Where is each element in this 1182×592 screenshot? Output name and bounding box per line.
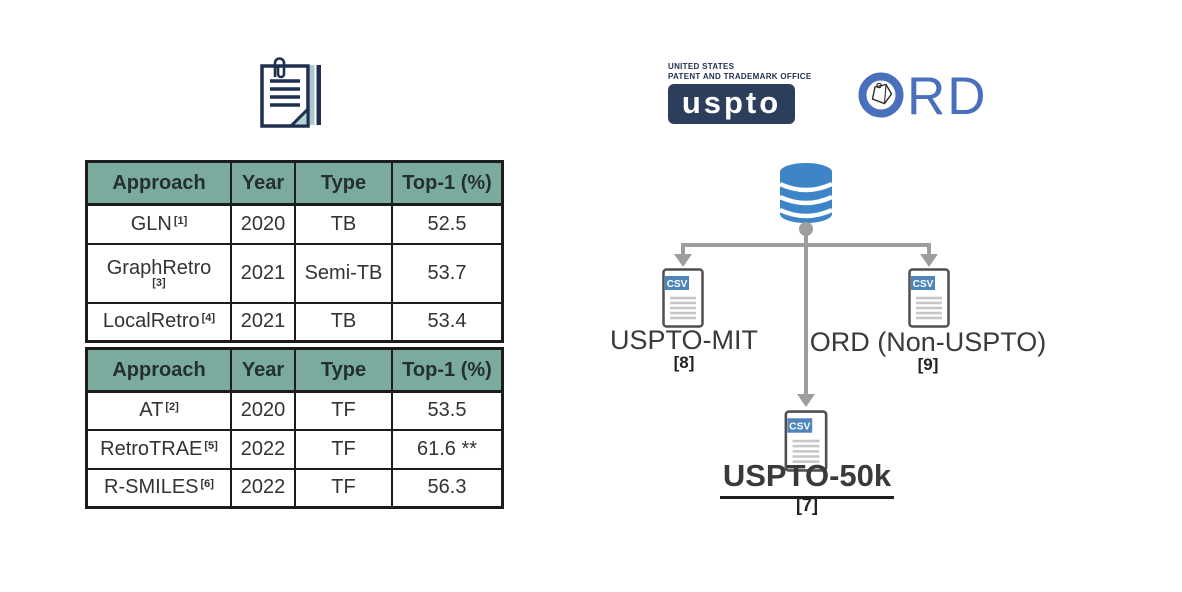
csv-tag-label: CSV: [913, 279, 934, 290]
ord-wordmark-rd: RD: [907, 67, 988, 126]
uspto-tagline-line1: UNITED STATES: [668, 62, 735, 71]
notes-paperclip-icon: [250, 54, 326, 136]
database-icon: [777, 162, 835, 229]
col-header-type: Type: [294, 347, 393, 393]
uspto-logo: UNITED STATES PATENT AND TRADEMARK OFFIC…: [668, 62, 828, 124]
approach-name: GraphRetro: [106, 257, 212, 279]
uspto-tagline-line2: PATENT AND TRADEMARK OFFICE: [668, 71, 812, 81]
connector-dot: [799, 222, 813, 236]
connector-stub-right: [927, 243, 931, 255]
cell-year: 2022: [230, 428, 296, 470]
csv-file-icon-uspto-50k: CSV: [783, 410, 829, 477]
table-row: LocalRetro[4] 2021 TB 53.4: [85, 301, 504, 343]
citation-ref: [6]: [200, 478, 214, 491]
table-row: GraphRetro[3] 2021 Semi-TB 53.7: [85, 242, 504, 304]
arrow-down-icon: [674, 254, 692, 267]
dataset-ref-uspto-50k: [7]: [796, 495, 818, 515]
table-template-free: Approach Year Type Top-1 (%) AT[2] 2020 …: [85, 347, 504, 509]
cell-top1: 53.7: [391, 242, 504, 304]
col-header-year: Year: [230, 347, 296, 393]
dataset-label-uspto-50k: USPTO-50k: [657, 458, 957, 499]
cell-year: 2021: [230, 242, 296, 304]
dataset-label-uspto-mit: USPTO-MIT: [610, 325, 758, 355]
citation-ref: [3]: [152, 277, 166, 289]
table-template-based: Approach Year Type Top-1 (%) GLN[1] 2020…: [85, 160, 504, 343]
table-row: AT[2] 2020 TF 53.5: [85, 390, 504, 431]
cell-year: 2021: [230, 301, 296, 343]
cell-approach: LocalRetro[4]: [85, 301, 232, 343]
csv-tag-label: CSV: [667, 279, 688, 290]
cell-top1: 53.4: [391, 301, 504, 343]
connector-line-horizontal: [681, 243, 931, 247]
cell-top1: 61.6 **: [391, 428, 504, 470]
ord-logo: RD: [858, 67, 988, 126]
cell-top1: 52.5: [391, 203, 504, 245]
table-row: RetroTRAE[5] 2022 TF 61.6 **: [85, 428, 504, 470]
uspto-wordmark: uspto: [668, 84, 795, 124]
approach-name: R-SMILES: [104, 476, 199, 499]
dataset-ref-ord-non-uspto: [9]: [917, 355, 939, 374]
cell-top1: 53.5: [391, 390, 504, 431]
cell-approach: GLN[1]: [85, 203, 232, 245]
cell-type: Semi-TB: [294, 242, 393, 304]
cell-year: 2020: [230, 203, 296, 245]
cell-type: TB: [294, 203, 393, 245]
citation-ref: [4]: [201, 312, 216, 325]
cell-year: 2020: [230, 390, 296, 431]
csv-file-icon-ord: CSV: [908, 268, 950, 333]
dataset-label-ord-non-uspto: ORD (Non-USPTO): [809, 327, 1047, 357]
table-header-row: Approach Year Type Top-1 (%): [85, 160, 504, 206]
cell-type: TF: [294, 390, 393, 431]
arrow-down-icon: [797, 394, 815, 407]
arrow-down-icon: [920, 254, 938, 267]
col-header-top1: Top-1 (%): [391, 347, 504, 393]
cell-approach: AT[2]: [85, 390, 232, 431]
col-header-approach: Approach: [85, 160, 232, 206]
table-row: R-SMILES[6] 2022 TF 56.3: [85, 467, 504, 509]
citation-ref: [5]: [204, 439, 218, 452]
cell-type: TF: [294, 428, 393, 470]
cell-top1: 56.3: [391, 467, 504, 509]
cell-type: TF: [294, 467, 393, 509]
citation-ref: [2]: [165, 401, 179, 414]
cell-type: TB: [294, 301, 393, 343]
cell-year: 2022: [230, 467, 296, 509]
csv-file-icon-uspto-mit: CSV: [662, 268, 704, 333]
table-header-row: Approach Year Type Top-1 (%): [85, 347, 504, 393]
connector-line-vertical: [804, 228, 808, 395]
table-row: GLN[1] 2020 TB 52.5: [85, 203, 504, 245]
dataset-ref-uspto-mit: [8]: [673, 353, 695, 372]
col-header-top1: Top-1 (%): [391, 160, 504, 206]
col-header-year: Year: [230, 160, 296, 206]
approach-name: GLN: [130, 212, 172, 235]
col-header-type: Type: [294, 160, 393, 206]
csv-tag-label: CSV: [789, 422, 810, 433]
cell-approach: RetroTRAE[5]: [85, 428, 232, 470]
ord-o-flask-icon: [858, 72, 904, 123]
cell-approach: GraphRetro[3]: [85, 242, 232, 304]
approach-name: AT: [139, 399, 164, 422]
cell-approach: R-SMILES[6]: [85, 467, 232, 509]
col-header-approach: Approach: [85, 347, 232, 393]
approach-name: RetroTRAE: [100, 437, 203, 460]
approach-name: LocalRetro: [102, 310, 200, 333]
citation-ref: [1]: [173, 214, 188, 227]
connector-stub-left: [681, 243, 685, 255]
